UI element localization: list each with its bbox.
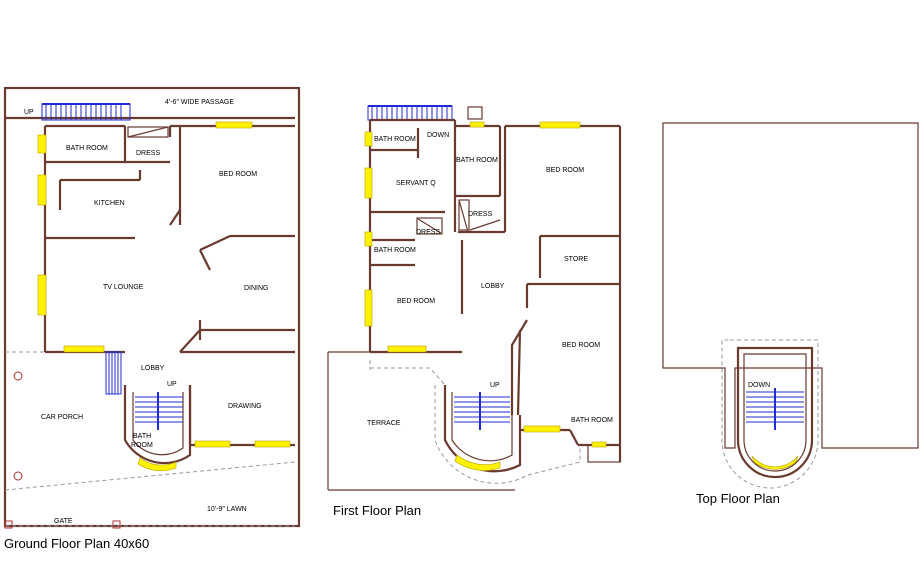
label-passage: 4'-6" WIDE PASSAGE [165, 99, 234, 106]
label-drawing: DRAWING [228, 403, 262, 410]
first-floor-title: First Floor Plan [333, 503, 421, 518]
label-bed-room: BED ROOM [219, 171, 257, 178]
label-gate: GATE [54, 518, 73, 525]
label-bath: BATH [133, 433, 151, 440]
label-ff-bed-room-1: BED ROOM [546, 167, 584, 174]
top-floor-title: Top Floor Plan [696, 491, 780, 506]
label-ff-store: STORE [564, 256, 588, 263]
ground-floor-plan: 4'-6" WIDE PASSAGE UP BATH ROOM DRESS BE… [3, 86, 301, 551]
label-up-stair: UP [167, 381, 177, 388]
label-ff-bed-room-3: BED ROOM [562, 342, 600, 349]
ground-round-stair-wall [123, 385, 192, 465]
label-tv-lounge: TV LOUNGE [103, 284, 144, 291]
label-ff-down: DOWN [427, 132, 449, 139]
label-up-top: UP [24, 109, 34, 116]
label-ff-up: UP [490, 382, 500, 389]
label-lobby: LOBBY [141, 365, 165, 372]
label-ff-terrace: TERRACE [367, 420, 401, 427]
label-car-porch: CAR PORCH [41, 414, 83, 421]
label-kitchen: KITCHEN [94, 200, 125, 207]
label-ff-dress-1: DRESS [468, 211, 492, 218]
top-floor-plan: DOWN Top Floor Plan [662, 122, 919, 506]
label-ff-bath-room-2: BATH ROOM [456, 157, 498, 164]
label-ff-lobby: LOBBY [481, 283, 505, 290]
label-dress: DRESS [136, 150, 160, 157]
label-top-down: DOWN [748, 382, 770, 389]
label-dining: DINING [244, 285, 269, 292]
label-ff-bed-room-2: BED ROOM [397, 298, 435, 305]
label-ff-servant: SERVANT Q [396, 180, 436, 187]
ground-floor-title: Ground Floor Plan 40x60 [4, 536, 149, 551]
label-room: ROOM [131, 442, 153, 449]
label-ff-bath-room-4: BATH ROOM [571, 417, 613, 424]
label-ff-dress-2: DRESS [416, 229, 440, 236]
label-lawn: 10'-9" LAWN [207, 506, 247, 513]
first-floor-plan: BATH ROOM DOWN BATH ROOM BED ROOM SERVAN… [327, 105, 622, 518]
label-ff-bath-room-1: BATH ROOM [374, 136, 416, 143]
label-bath-room: BATH ROOM [66, 145, 108, 152]
label-ff-bath-room-3: BATH ROOM [374, 247, 416, 254]
